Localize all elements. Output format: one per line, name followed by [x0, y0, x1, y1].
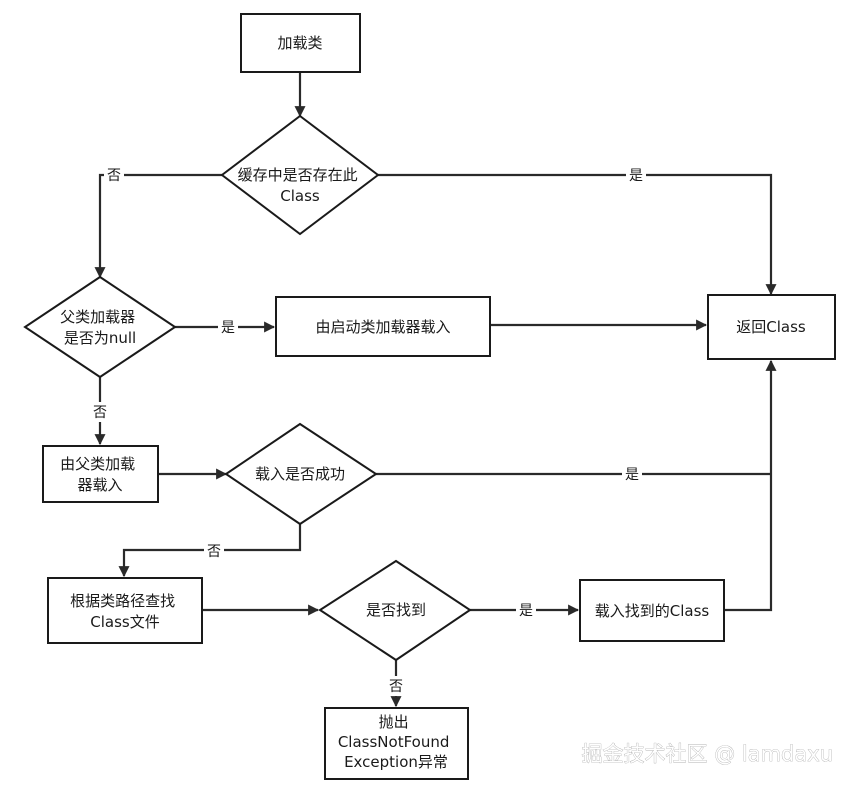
node-parent-null-line1: 父类加载器 — [60, 308, 135, 326]
node-throw-exception-line2: ClassNotFound — [338, 733, 450, 751]
node-parent-load-text: 由父类加载 器载入 — [60, 455, 140, 494]
node-throw-exception-line1: 抛出 — [379, 713, 409, 731]
node-parent-null-line2: 是否为null — [64, 329, 136, 347]
node-load-found-text: 载入找到的Class — [595, 602, 710, 620]
node-cache-check-line1: 缓存中是否存在此 — [238, 166, 358, 184]
node-bootstrap-load: 由启动类加载器载入 — [275, 296, 491, 357]
node-parent-load-line1: 由父类加载 — [60, 455, 135, 473]
node-bootstrap-load-text: 由启动类加载器载入 — [315, 318, 450, 336]
edge-cache-no — [94, 173, 222, 279]
node-load-success-text: 载入是否成功 — [255, 465, 345, 483]
node-load-success: 载入是否成功 — [224, 422, 378, 526]
node-throw-exception: 抛出 ClassNotFound Exception异常 — [324, 707, 469, 780]
node-return-class: 返回Class — [707, 294, 836, 360]
label-found-yes: 是 — [519, 603, 533, 619]
node-find-by-path-text: 根据类路径查找 Class文件 — [70, 592, 180, 631]
node-parent-load: 由父类加载 器载入 — [42, 445, 159, 503]
node-found-check-text: 是否找到 — [366, 601, 426, 619]
node-throw-exception-line3: Exception异常 — [344, 753, 448, 771]
watermark: 掘金技术社区 @ lamdaxu — [582, 742, 833, 766]
node-parent-null-text: 父类加载器 是否为null — [60, 308, 140, 347]
node-cache-check-text: 缓存中是否存在此 Class — [238, 166, 363, 205]
node-find-by-path: 根据类路径查找 Class文件 — [47, 577, 203, 644]
node-return-class-text: 返回Class — [736, 318, 806, 336]
label-parent-null-yes: 是 — [221, 320, 235, 336]
edge-loadfound-to-return — [724, 359, 777, 612]
label-cache-no: 否 — [107, 168, 121, 184]
label-load-success-yes: 是 — [625, 467, 639, 483]
node-load-found: 载入找到的Class — [579, 579, 725, 642]
label-parent-null-no: 否 — [93, 405, 107, 421]
label-load-success-no: 否 — [207, 544, 221, 560]
edge-cache-yes — [378, 173, 777, 296]
node-parent-load-line2: 器载入 — [77, 476, 122, 494]
label-cache-yes: 是 — [629, 168, 643, 184]
node-load-class: 加载类 — [240, 13, 361, 73]
node-find-by-path-line1: 根据类路径查找 — [70, 592, 175, 610]
node-find-by-path-line2: Class文件 — [90, 613, 159, 631]
node-found-check: 是否找到 — [318, 559, 472, 662]
node-throw-exception-text: 抛出 ClassNotFound Exception异常 — [338, 713, 454, 771]
node-load-class-text: 加载类 — [277, 34, 322, 52]
edge-labels: 否 是 是 否 是 否 是 否 — [90, 165, 646, 696]
node-cache-check: 缓存中是否存在此 Class — [220, 114, 380, 236]
node-parent-null: 父类加载器 是否为null — [23, 275, 177, 379]
node-cache-check-line2: Class — [280, 187, 320, 205]
label-found-no: 否 — [389, 679, 403, 695]
